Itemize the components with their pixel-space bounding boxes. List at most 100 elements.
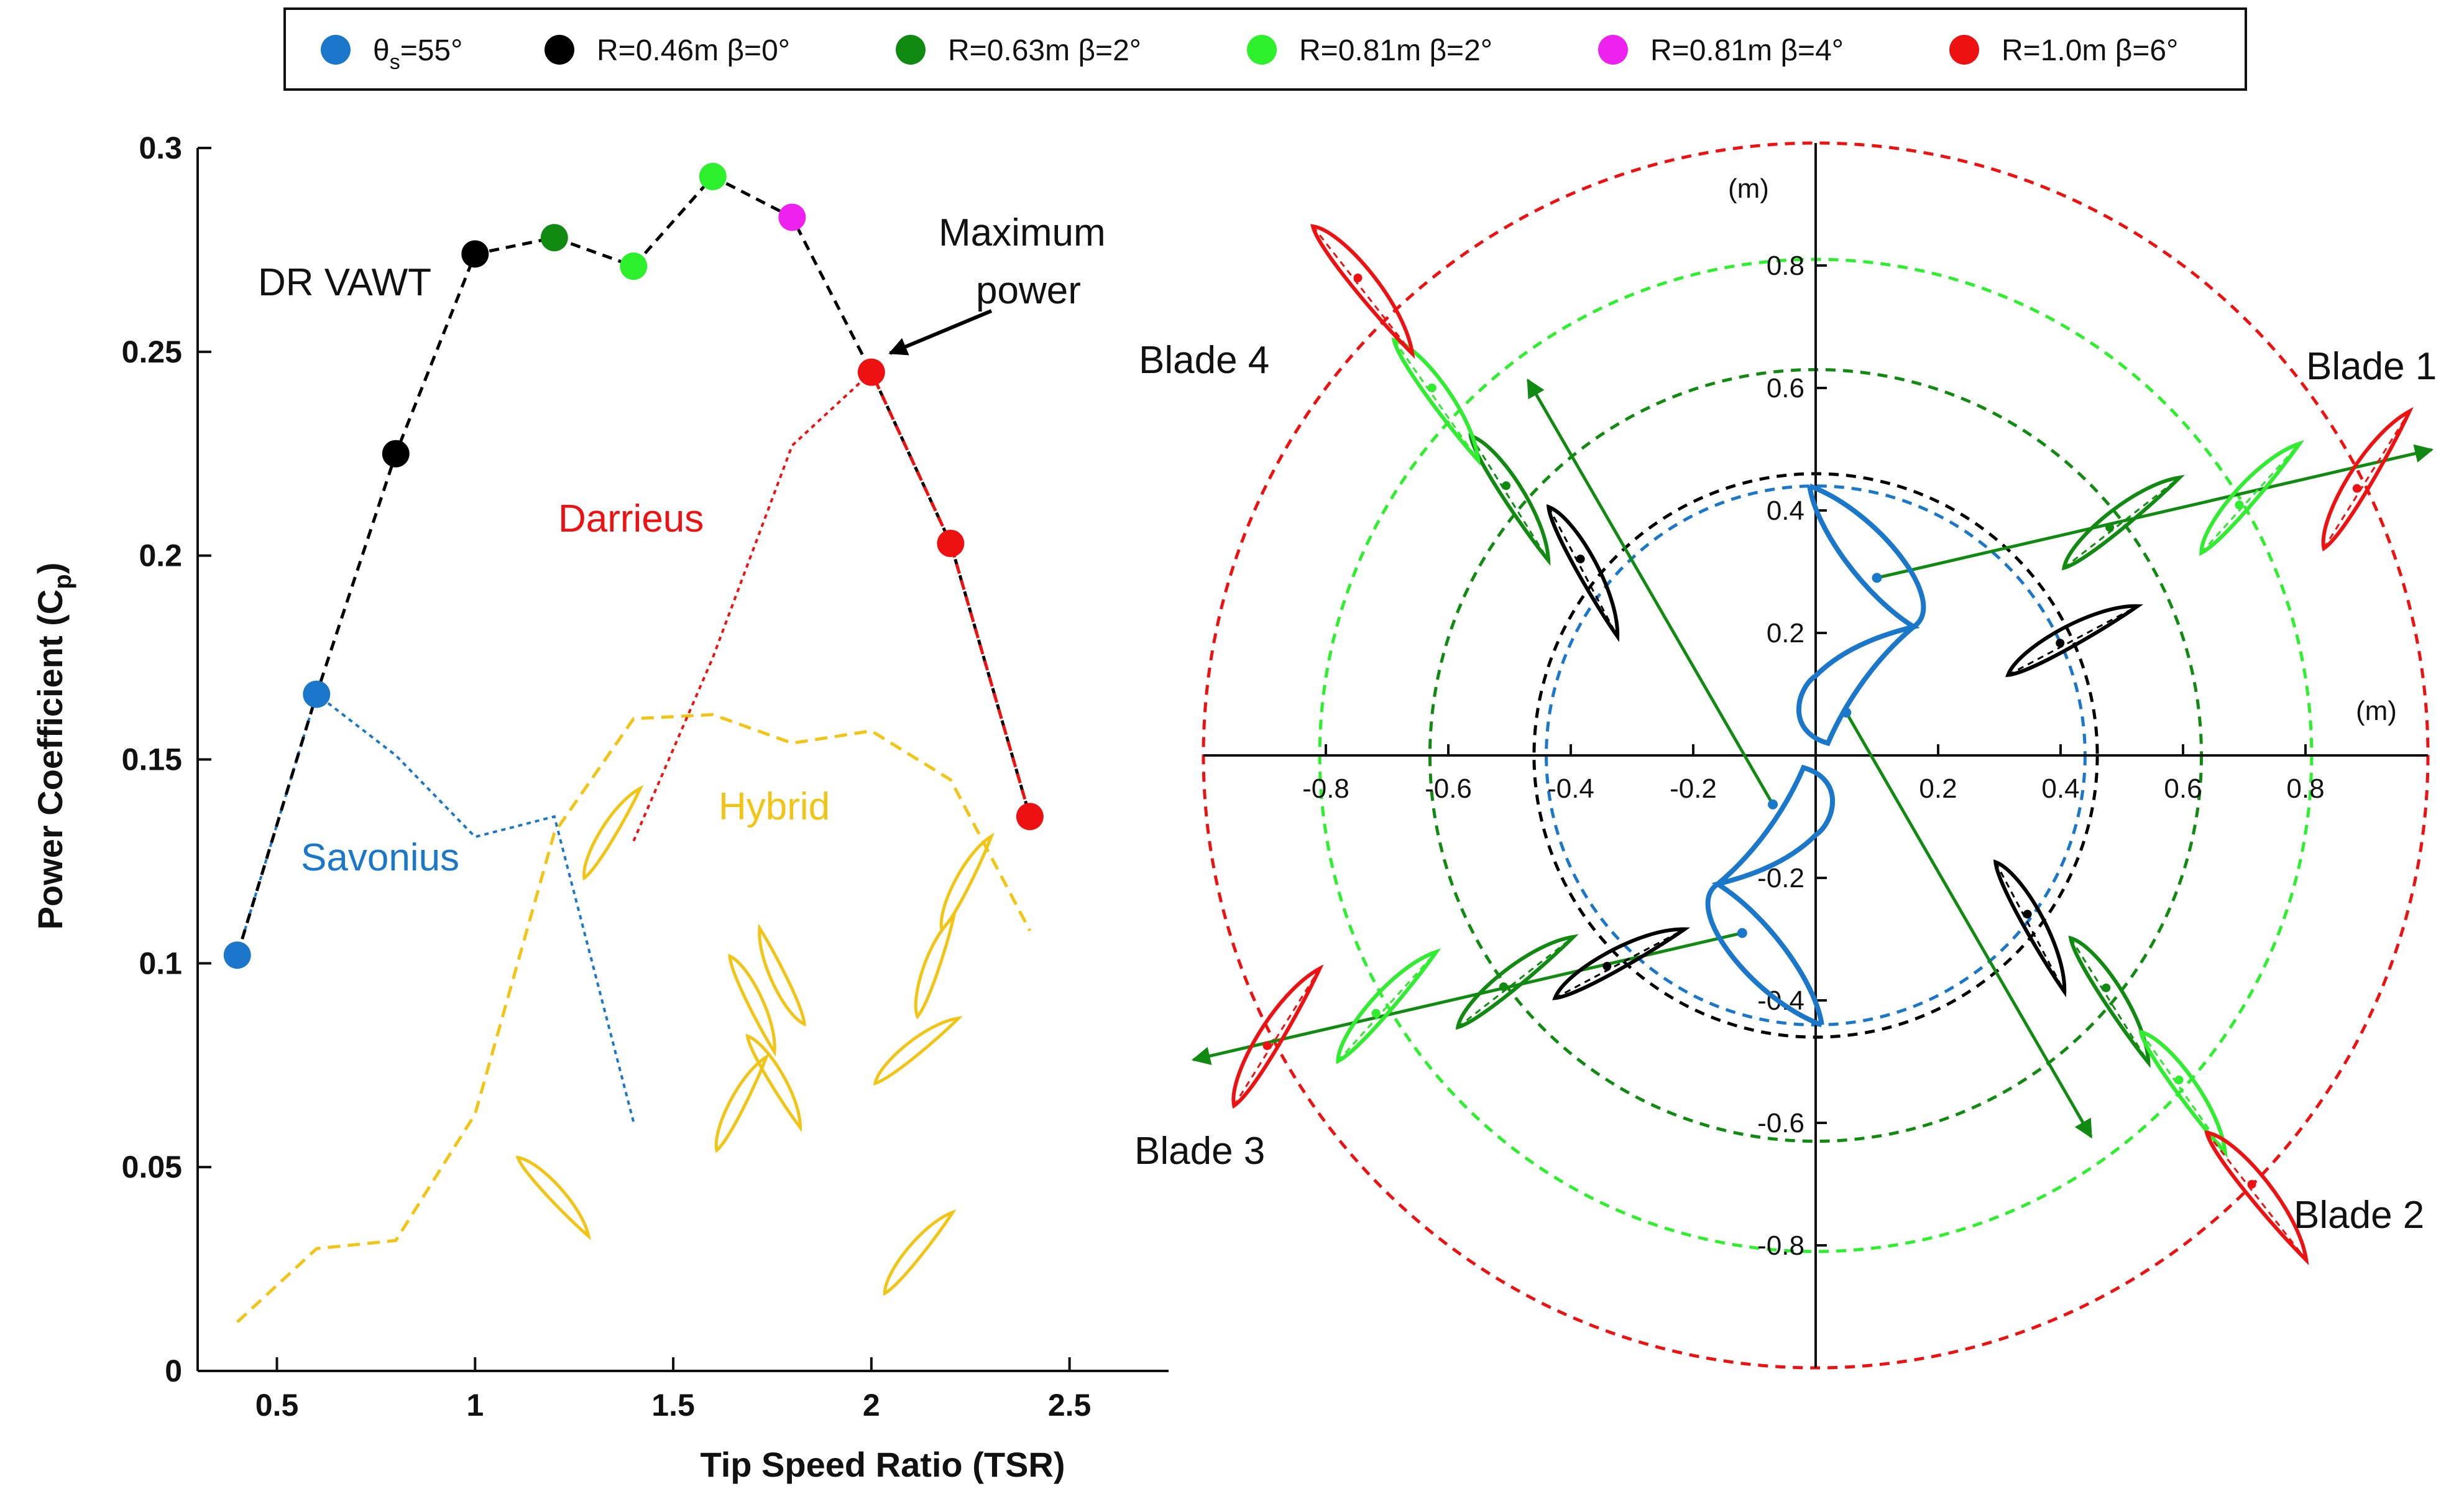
hybrid-blade-shape-1 <box>939 832 995 933</box>
x-tick-label-1: 1 <box>466 1388 484 1423</box>
blade-airfoil-outline-12 <box>1336 948 1441 1064</box>
right-x-tick-label-0: -0.8 <box>1302 773 1349 804</box>
right-x-tick-label-7: 0.8 <box>2286 773 2324 804</box>
blade-airfoil-16 <box>1468 433 1551 566</box>
hybrid-blade-shape-5 <box>758 923 806 1027</box>
blade-airfoil-outline-13 <box>1336 948 1441 1064</box>
savonius-rotor-shape <box>1705 483 1926 1028</box>
blade-arm-1 <box>1876 444 2434 579</box>
right-x-tick-label-2: -0.4 <box>1547 773 1594 804</box>
y-axis-label-close: ) <box>30 563 70 574</box>
blade-airfoil-6 <box>2068 935 2151 1068</box>
blade-pivot-19 <box>1353 273 1363 282</box>
blade-airfoil-outline-5 <box>1993 859 2067 998</box>
savonius-lower-bucket <box>1705 764 1836 1028</box>
y-axis-label-sub: p <box>49 574 76 589</box>
legend-label-0: θs=55° <box>373 34 462 74</box>
blade-airfoil-12 <box>1336 948 1441 1064</box>
data-point-0 <box>223 941 251 969</box>
blade-chord-line-18 <box>1393 339 1479 461</box>
right-chart-axes <box>1203 143 2428 1368</box>
hybrid-blade-shape-4 <box>728 954 776 1057</box>
y-tick-label-0: 0 <box>165 1354 182 1388</box>
blade-chord-line-1 <box>2063 476 2181 569</box>
data-point-10 <box>1016 803 1044 831</box>
hybrid-blade-shape-0 <box>582 785 644 881</box>
legend-marker-4 <box>1598 35 1628 65</box>
blade-arm-3 <box>1191 931 1743 1066</box>
blade-arm-origin-3 <box>1737 928 1747 938</box>
blade-airfoil-5 <box>1993 859 2067 998</box>
blade-airfoil-8 <box>2138 1030 2228 1158</box>
x-tick-label-2: 1.5 <box>651 1388 695 1423</box>
legend: θs=55° R=0.46m β=0° R=0.63m β=2° R=0.81m β=… <box>283 7 2247 91</box>
hybrid-blade-shape-2 <box>873 1016 963 1086</box>
blade-airfoil-15 <box>1546 504 1620 642</box>
data-point-2 <box>382 440 410 468</box>
blade-pivot-4 <box>2352 484 2361 493</box>
legend-label-4: R=0.81m β=4° <box>1650 34 1844 67</box>
blade-airfoil-outline-15 <box>1546 504 1620 642</box>
blade-pivot-5 <box>2023 910 2032 919</box>
blade-chord-line-13 <box>1337 951 1437 1062</box>
blade-pivot-15 <box>1576 555 1585 564</box>
legend-label-2: R=0.63m β=2° <box>948 34 1141 67</box>
annotation-hybrid: Hybrid <box>719 785 830 828</box>
blade-pivot-1 <box>2105 523 2115 532</box>
blade-chord-line-4 <box>2323 410 2411 549</box>
blade-chord-line-15 <box>1547 506 1619 637</box>
blade-airfoil-1 <box>2061 474 2185 571</box>
annotation-darrieus: Darrieus <box>558 497 704 540</box>
blade-airfoil-0 <box>2005 604 2143 678</box>
y-axis-label: Power Coefficient (Cp) <box>30 563 76 930</box>
data-point-1 <box>303 680 331 708</box>
y-tick-label-6: 0.3 <box>139 131 182 165</box>
y-tick-label-3: 0.15 <box>122 742 182 777</box>
x-axis-label: Tip Speed Ratio (TSR) <box>701 1445 1065 1484</box>
left-chart-markers <box>223 162 1044 969</box>
blade-airfoil-outline-16 <box>1468 433 1551 566</box>
x-tick-label-3: 2 <box>863 1388 880 1423</box>
blade-airfoil-19 <box>1310 224 1415 359</box>
x-tick-label-4: 2.5 <box>1048 1388 1092 1423</box>
legend-marker-3 <box>1247 35 1277 65</box>
legend-label-1: R=0.46m β=0° <box>597 34 790 67</box>
data-point-5 <box>620 252 648 280</box>
series-line-dr-vawt-red-overlay <box>870 371 1032 817</box>
blade-chord-line-9 <box>2205 1132 2307 1261</box>
blade-chord-line-14 <box>1233 968 1321 1107</box>
left-chart-axes <box>196 148 1169 1372</box>
annotation-savonius: Savonius <box>301 836 459 879</box>
right-y-tick-label-4: 0.2 <box>1767 618 1804 648</box>
left-chart-series <box>236 174 1032 1324</box>
maximum-power-arrow <box>888 309 993 356</box>
blade-pivot-3 <box>2235 501 2244 510</box>
blade-airfoil-outline-19 <box>1310 224 1415 359</box>
blade-pivot-10 <box>1602 961 1612 971</box>
legend-label-5: R=1.0m β=6° <box>2002 34 2178 67</box>
legend-marker-0 <box>321 35 351 65</box>
blade-pivot-9 <box>2247 1179 2256 1189</box>
right-x-tick-label-3: -0.2 <box>1670 773 1717 804</box>
blade-airfoil-3 <box>2199 440 2304 556</box>
blade-airfoil-14 <box>1231 964 1324 1109</box>
blade-arm-origin-1 <box>1872 573 1882 583</box>
blade-arm-4 <box>1526 378 1775 806</box>
y-tick-label-2: 0.1 <box>139 946 182 980</box>
blade-pivot-6 <box>2102 983 2111 992</box>
blade-chord-line-3 <box>2200 443 2301 553</box>
series-line-hybrid <box>236 713 1032 1324</box>
blade-chord-line-6 <box>2069 938 2149 1063</box>
blade-airfoil-outline-10 <box>1552 927 1691 1000</box>
legend-label-3: R=0.81m β=2° <box>1299 34 1492 67</box>
right-x-tick-label-4: 0.2 <box>1919 773 1957 804</box>
y-tick-label-1: 0.05 <box>122 1150 182 1184</box>
legend-marker-1 <box>545 35 574 65</box>
annotation-maximum: Maximum <box>939 211 1106 254</box>
x-tick-label-0: 0.5 <box>255 1388 299 1423</box>
blade-pivot-18 <box>1427 383 1437 392</box>
